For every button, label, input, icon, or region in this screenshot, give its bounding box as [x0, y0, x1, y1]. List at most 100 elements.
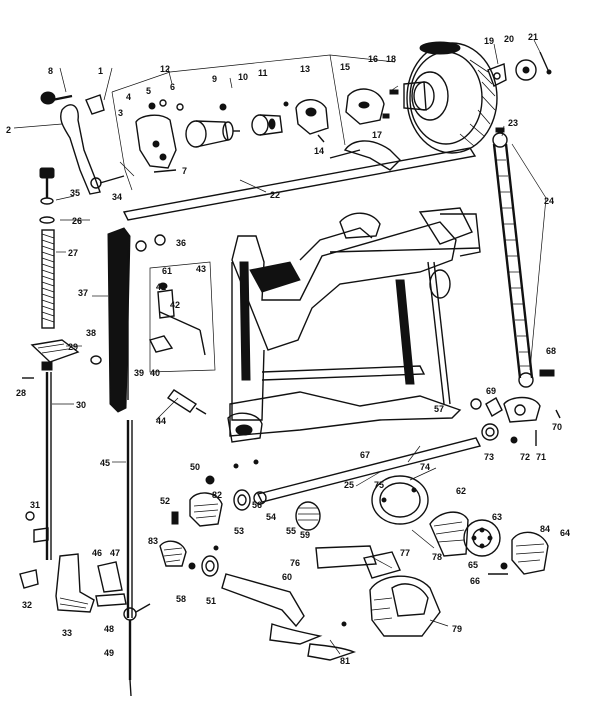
callout-label: 72 — [520, 452, 530, 462]
callout-label: 13 — [300, 64, 310, 74]
callout-label: 77 — [400, 548, 410, 558]
callout-label: 3 — [118, 108, 123, 118]
callout-label: 19 — [484, 36, 494, 46]
main-arm-casting — [227, 207, 481, 443]
needle-bar-frame — [107, 227, 131, 413]
callout-label: 73 — [484, 452, 494, 462]
callout-label: 5 — [146, 86, 151, 96]
callout-label: 51 — [206, 596, 216, 606]
callout-label: 76 — [290, 558, 300, 568]
callout-label: 33 — [62, 628, 72, 638]
callout-label: 64 — [560, 528, 570, 538]
callout-label: 11 — [258, 68, 268, 78]
callout-label: 61 — [162, 266, 172, 276]
face-plate-eccentric — [135, 114, 177, 173]
right-side-small-parts — [470, 396, 561, 446]
callout-label: 4 — [126, 92, 131, 102]
thread-guide-screw — [166, 389, 207, 415]
callout-label: 35 — [70, 188, 80, 198]
callout-label: 20 — [504, 34, 514, 44]
rocker-gear-group — [159, 540, 219, 577]
callout-label: 43 — [196, 264, 206, 274]
thread-tension-spring — [39, 167, 55, 224]
rocker-shaft — [221, 573, 357, 661]
callout-label: 65 — [468, 560, 478, 570]
callout-label: 12 — [160, 64, 170, 74]
bushing-9 — [185, 120, 240, 148]
hook-assembly — [371, 475, 549, 575]
callout-label: 62 — [456, 486, 466, 496]
presser-bar-guide — [22, 339, 102, 379]
callout-label: 32 — [22, 600, 32, 610]
lower-shaft — [253, 437, 482, 505]
cam-13 — [295, 99, 329, 143]
needle-rod — [123, 420, 151, 697]
callout-label: 70 — [552, 422, 562, 432]
feed-spring — [41, 229, 55, 329]
callout-label: 1 — [98, 66, 103, 76]
callout-label: 24 — [544, 196, 554, 206]
bushing-10 — [251, 101, 289, 136]
callout-label: 18 — [386, 54, 396, 64]
callout-label: 15 — [340, 62, 350, 72]
callout-label: 49 — [104, 648, 114, 658]
presser-bar — [19, 372, 52, 589]
callout-label: 2 — [6, 125, 11, 135]
callout-label: 79 — [452, 624, 462, 634]
callout-label: 56 — [252, 500, 262, 510]
callout-label: 21 — [528, 32, 538, 42]
callout-label: 53 — [234, 526, 244, 536]
callout-label: 84 — [540, 524, 550, 534]
handwheel — [403, 41, 498, 154]
callout-label: 10 — [238, 72, 248, 82]
callout-label: 42 — [170, 300, 180, 310]
callout-label: 55 — [286, 526, 296, 536]
small-screws — [148, 99, 227, 111]
callout-label: 71 — [536, 452, 546, 462]
callout-label: 25 — [344, 480, 354, 490]
callout-labels: 1 2 3 4 5 6 7 8 9 10 11 12 13 14 15 16 1… — [6, 32, 570, 666]
callout-label: 29 — [68, 342, 78, 352]
callout-label: 83 — [148, 536, 158, 546]
callout-label: 66 — [470, 576, 480, 586]
callout-label: 81 — [340, 656, 350, 666]
callout-label: 63 — [492, 512, 502, 522]
shuttle-race — [315, 545, 441, 637]
callout-label: 23 — [508, 118, 518, 128]
callout-label: 36 — [176, 238, 186, 248]
callout-label: 48 — [104, 624, 114, 634]
callout-label: 17 — [372, 130, 382, 140]
presser-bar-lifter — [40, 91, 125, 195]
cam-15 — [345, 88, 399, 125]
callout-label: 60 — [282, 572, 292, 582]
callout-label: 14 — [314, 146, 324, 156]
callout-label: 30 — [76, 400, 86, 410]
callout-label: 45 — [100, 458, 110, 468]
callout-label: 22 — [270, 190, 280, 200]
callout-label: 78 — [432, 552, 442, 562]
callout-label: 50 — [190, 462, 200, 472]
callout-label: 26 — [72, 216, 82, 226]
feed-cam-group — [171, 459, 321, 531]
callout-label: 47 — [110, 548, 120, 558]
clutch-parts — [487, 51, 552, 87]
callout-label: 16 — [368, 54, 378, 64]
top-assembly-outline — [111, 54, 396, 191]
callout-label: 58 — [176, 594, 186, 604]
callout-leaders — [13, 39, 547, 655]
callout-label: 40 — [150, 368, 160, 378]
callout-label: 6 — [170, 82, 175, 92]
callout-label: 59 — [300, 530, 310, 540]
presser-foot — [55, 553, 127, 613]
callout-label: 37 — [78, 288, 88, 298]
drive-belt — [492, 127, 555, 388]
callout-label: 67 — [360, 450, 370, 460]
callout-label: 57 — [434, 404, 444, 414]
callout-label: 82 — [212, 490, 222, 500]
callout-label: 7 — [182, 166, 187, 176]
callout-label: 44 — [156, 416, 166, 426]
callout-label: 68 — [546, 346, 556, 356]
callout-label: 75 — [374, 480, 384, 490]
